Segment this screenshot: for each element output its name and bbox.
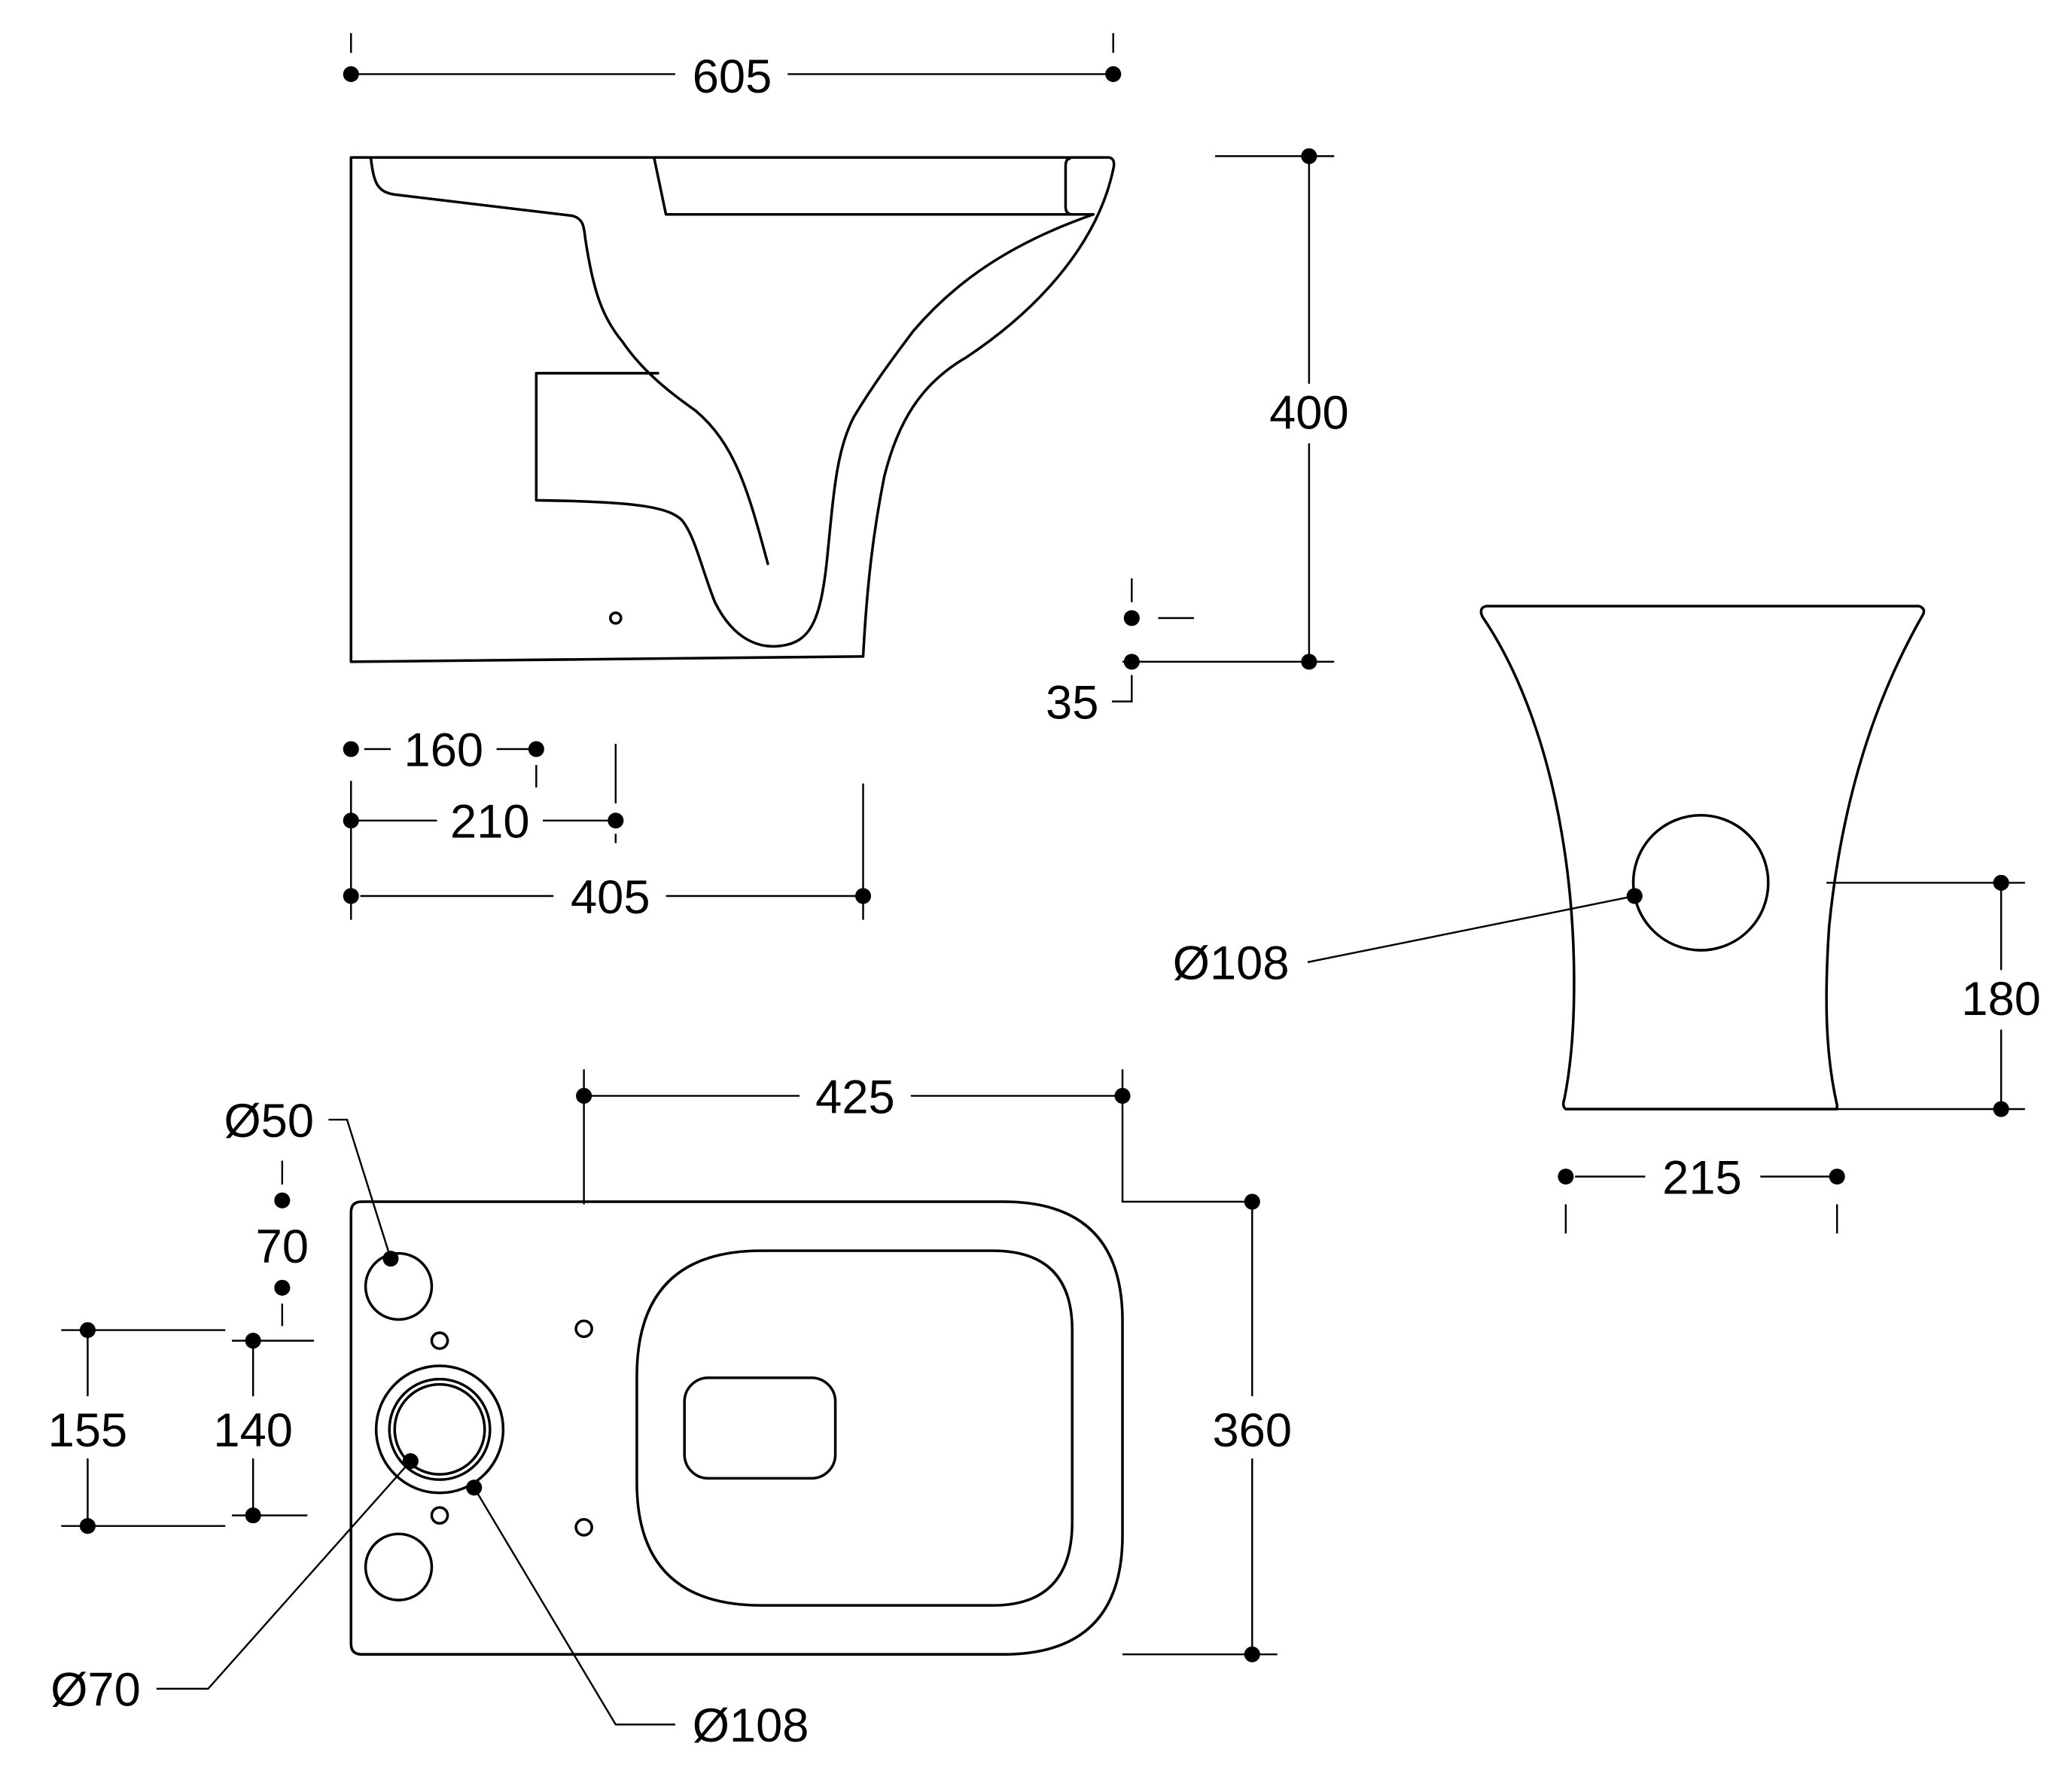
dim-400: 400 bbox=[1269, 387, 1349, 440]
dim-front-108: Ø108 bbox=[1173, 937, 1290, 990]
fixing-hole bbox=[609, 611, 623, 625]
hole-50 bbox=[364, 1251, 434, 1321]
seat-outline bbox=[635, 1249, 1074, 1607]
top-view bbox=[349, 1200, 1124, 1656]
outlet-ring-70 bbox=[393, 1382, 486, 1476]
dim-160: 160 bbox=[404, 724, 484, 777]
front-view bbox=[1479, 605, 1926, 1111]
hole-lower bbox=[364, 1532, 434, 1602]
side-view bbox=[349, 156, 1116, 663]
dim-215: 215 bbox=[1662, 1151, 1742, 1204]
dim-35: 35 bbox=[1046, 676, 1098, 729]
dim-140: 140 bbox=[213, 1404, 293, 1457]
small-hole bbox=[430, 1506, 449, 1525]
dim-155: 155 bbox=[48, 1404, 128, 1457]
dim-hole-70: Ø70 bbox=[50, 1664, 141, 1717]
outlet-ring bbox=[388, 1377, 492, 1481]
bowl-inner-line bbox=[369, 156, 769, 565]
dim-605: 605 bbox=[693, 50, 772, 103]
dim-210: 210 bbox=[450, 796, 530, 849]
dim-70: 70 bbox=[256, 1221, 309, 1273]
front-outline bbox=[1479, 605, 1926, 1111]
small-hole bbox=[430, 1331, 449, 1350]
side-outline bbox=[349, 156, 1116, 663]
small-hole bbox=[574, 1319, 593, 1339]
dim-360: 360 bbox=[1213, 1404, 1293, 1457]
trap-outline bbox=[535, 212, 1095, 648]
dimensions: 605 400 35 160 210 405 Ø108 180 215 bbox=[48, 32, 2041, 1752]
dim-425: 425 bbox=[815, 1071, 895, 1123]
seat-rim bbox=[653, 156, 1095, 216]
top-outline bbox=[349, 1200, 1124, 1656]
dim-405: 405 bbox=[571, 871, 650, 924]
bowl-outlet bbox=[683, 1376, 837, 1480]
dim-hole-108: Ø108 bbox=[693, 1699, 809, 1752]
dim-180: 180 bbox=[1961, 973, 2041, 1026]
dim-hole-50: Ø50 bbox=[224, 1095, 314, 1147]
front-outlet-circle bbox=[1631, 814, 1770, 952]
outlet-ring-108 bbox=[374, 1364, 505, 1495]
small-hole bbox=[574, 1518, 593, 1537]
